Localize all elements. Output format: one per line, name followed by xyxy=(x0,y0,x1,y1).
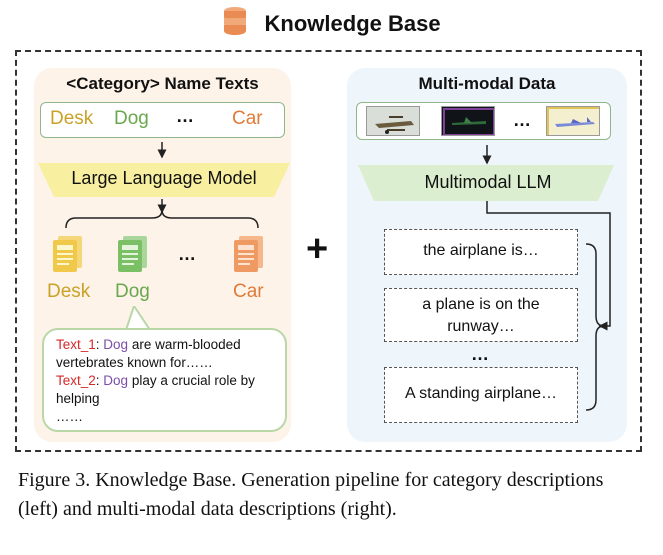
description-bubble: Text_1: Dog are warm-blooded vertebrates… xyxy=(42,328,287,432)
descriptions-ellipsis: … xyxy=(471,344,490,364)
category-desk: Desk xyxy=(50,108,94,129)
figure-caption: Figure 3. Knowledge Base. Generation pip… xyxy=(18,469,604,520)
text-1-word: Dog xyxy=(103,337,129,352)
llm-trapezoid xyxy=(38,163,290,197)
doc-label-car: Car xyxy=(233,281,264,302)
mllm-label: Multimodal LLM xyxy=(424,172,552,192)
biplane-image-icon xyxy=(366,106,420,136)
document-icon-desk xyxy=(53,236,82,272)
dashed-frame xyxy=(15,50,642,452)
right-heading: Multi-modal Data xyxy=(418,74,556,93)
text-1-label: Text_1 xyxy=(56,337,96,352)
text-more: …… xyxy=(56,409,83,424)
document-icon-dog xyxy=(118,236,147,272)
description-3: A standing airplane… xyxy=(404,385,558,402)
description-box-1: the airplane is… xyxy=(384,229,578,275)
text-2-rest: play a crucial role by helping xyxy=(56,373,255,406)
llm-label: Large Language Model xyxy=(71,168,257,188)
description-box-3: A standing airplane… xyxy=(384,367,578,423)
title-text: Knowledge Base xyxy=(264,11,441,36)
text-2-line: Text_2: Dog play a crucial role by helpi… xyxy=(56,373,255,406)
plus-sign: + xyxy=(306,228,329,270)
jet-image-icon xyxy=(546,106,600,136)
description-2: a plane is on the runway… xyxy=(422,296,540,335)
description-1: the airplane is… xyxy=(423,242,539,259)
document-ellipsis: … xyxy=(178,244,197,264)
text-2-label: Text_2 xyxy=(56,373,96,388)
category-ellipsis: … xyxy=(176,106,195,126)
mllm-trapezoid xyxy=(358,165,614,201)
images-ellipsis: … xyxy=(513,110,532,130)
doc-label-dog: Dog xyxy=(115,281,150,302)
document-icon-car xyxy=(234,236,263,272)
category-car: Car xyxy=(232,108,263,129)
left-heading: <Category> Name Texts xyxy=(66,74,259,93)
text-1-rest: are warm-blooded vertebrates known for…… xyxy=(56,337,241,370)
figure-title: Knowledge Base xyxy=(0,6,663,42)
category-dog: Dog xyxy=(114,108,149,129)
database-icon xyxy=(222,6,248,42)
text-2-word: Dog xyxy=(103,373,129,388)
doc-label-desk: Desk xyxy=(47,281,91,302)
text-1-line: Text_1: Dog are warm-blooded vertebrates… xyxy=(56,337,241,370)
category-box xyxy=(40,102,285,138)
description-box-2: a plane is on the runway… xyxy=(384,288,578,342)
dark-plane-image-icon xyxy=(441,106,495,136)
